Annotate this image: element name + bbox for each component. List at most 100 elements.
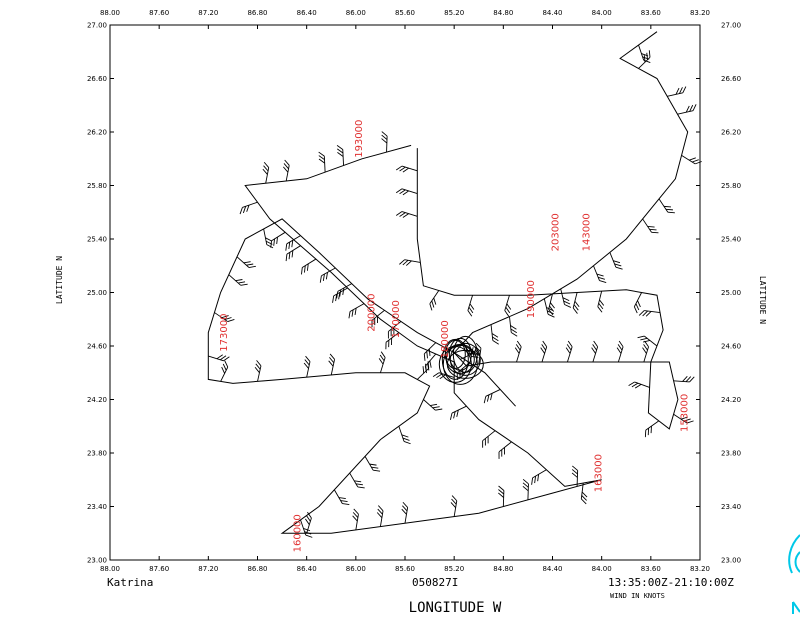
wind-barb bbox=[677, 104, 697, 115]
y-tick-label-right: 27.00 bbox=[721, 22, 741, 30]
x-tick-label-bottom: 83.20 bbox=[690, 565, 710, 573]
time-label: 173000 bbox=[219, 314, 230, 352]
wind-barb bbox=[285, 235, 301, 251]
time-label: 163000 bbox=[594, 454, 605, 492]
x-tick-label-top: 83.20 bbox=[690, 9, 710, 17]
storm-name: Katrina bbox=[107, 576, 153, 589]
agency-logo bbox=[788, 534, 800, 614]
wind-barb bbox=[285, 245, 301, 262]
wind-barb bbox=[336, 145, 344, 166]
x-tick-label-top: 85.60 bbox=[395, 9, 415, 17]
wind-barb bbox=[254, 360, 262, 382]
wind-barb bbox=[303, 355, 311, 378]
y-tick-label-left: 23.80 bbox=[87, 450, 107, 458]
wind-barb bbox=[300, 519, 313, 538]
wind-barb bbox=[633, 292, 643, 314]
track-group bbox=[207, 31, 689, 534]
x-tick-label-top: 85.20 bbox=[444, 9, 464, 17]
y-tick-label-left: 26.20 bbox=[87, 129, 107, 137]
wind-barb bbox=[387, 321, 402, 339]
eye-loop bbox=[441, 338, 469, 380]
x-tick-label-bottom: 85.60 bbox=[395, 565, 415, 573]
y-tick-label-right: 26.20 bbox=[721, 129, 741, 137]
x-tick-label-bottom: 84.80 bbox=[493, 565, 513, 573]
wind-barb bbox=[681, 155, 702, 165]
wind-barb bbox=[482, 430, 496, 448]
wind-barb bbox=[474, 342, 482, 365]
y-tick-label-left: 24.60 bbox=[87, 343, 107, 351]
x-tick-label-top: 87.20 bbox=[198, 9, 218, 17]
wind-barb bbox=[208, 354, 230, 362]
y-tick-label-right: 24.20 bbox=[721, 396, 741, 404]
x-tick-label-top: 84.80 bbox=[493, 9, 513, 17]
wind-barb bbox=[572, 292, 580, 314]
x-tick-label-bottom: 84.00 bbox=[592, 565, 612, 573]
x-tick-label-top: 87.60 bbox=[149, 9, 169, 17]
wind-barb bbox=[398, 426, 411, 445]
y-tick-label-right: 23.00 bbox=[721, 557, 741, 565]
wind-barb bbox=[301, 258, 317, 275]
wind-barb bbox=[364, 456, 381, 472]
wind-barb bbox=[236, 256, 256, 268]
wind-barb bbox=[616, 340, 624, 363]
x-tick-label-bottom: 86.80 bbox=[247, 565, 267, 573]
wind-barb bbox=[509, 316, 518, 337]
wind-barb bbox=[531, 469, 547, 485]
wind-barb bbox=[667, 86, 687, 97]
wind-barb bbox=[429, 290, 440, 311]
wind-barb bbox=[395, 165, 418, 173]
eye-loop bbox=[442, 343, 478, 385]
x-tick-label-top: 88.00 bbox=[100, 9, 120, 17]
eye-loop bbox=[446, 349, 484, 379]
wind-barb bbox=[282, 159, 290, 182]
y-tick-label-left: 23.00 bbox=[87, 557, 107, 565]
wind-barb bbox=[593, 265, 607, 283]
x-tick-label-bottom: 87.60 bbox=[149, 565, 169, 573]
x-tick-label-bottom: 84.40 bbox=[542, 565, 562, 573]
wind-barb bbox=[498, 485, 505, 507]
wind-barb bbox=[270, 231, 286, 248]
wind-barb bbox=[571, 465, 579, 487]
x-tick-label-bottom: 86.40 bbox=[297, 565, 317, 573]
wind-barb bbox=[450, 495, 458, 517]
wind-barb bbox=[462, 342, 479, 358]
y-tick-label-right: 25.00 bbox=[721, 289, 741, 297]
eye-loop bbox=[449, 342, 481, 376]
wind-barb bbox=[560, 288, 572, 308]
time-label: 170000 bbox=[391, 300, 402, 338]
y-tick-label-right: 23.40 bbox=[721, 503, 741, 511]
wind-barb bbox=[638, 44, 651, 63]
wind-barb bbox=[580, 483, 588, 505]
wind-barb bbox=[449, 405, 467, 420]
time-label: 200000 bbox=[366, 294, 377, 332]
x-tick-label-bottom: 83.60 bbox=[641, 565, 661, 573]
wind-barb bbox=[673, 375, 695, 383]
x-tick-label-top: 83.60 bbox=[641, 9, 661, 17]
time-label: 153000 bbox=[680, 394, 691, 432]
flight-track-leg-b bbox=[207, 144, 602, 534]
wind-barb bbox=[401, 501, 409, 524]
wind-barb bbox=[642, 218, 659, 234]
wind-barb bbox=[262, 161, 270, 184]
wind-barb bbox=[467, 295, 475, 317]
wind-barb bbox=[423, 342, 437, 361]
y-axis-title-left: LATITUDE N bbox=[55, 256, 64, 304]
wind-barb bbox=[543, 298, 555, 318]
time-label: 143000 bbox=[581, 213, 592, 251]
time-label: 193000 bbox=[354, 120, 365, 158]
wind-barb bbox=[638, 310, 661, 317]
y-tick-label-left: 25.00 bbox=[87, 289, 107, 297]
wind-barb bbox=[333, 489, 350, 506]
wind-barb bbox=[483, 389, 501, 404]
wind-barb bbox=[540, 340, 548, 363]
wind-barb bbox=[628, 381, 650, 389]
time-label: 203000 bbox=[551, 213, 562, 251]
wind-barb bbox=[565, 340, 573, 363]
x-tick-label-top: 84.40 bbox=[542, 9, 562, 17]
y-tick-label-left: 25.40 bbox=[87, 236, 107, 244]
wind-barb bbox=[423, 399, 443, 411]
wind-barb bbox=[416, 361, 430, 380]
x-axis-title: LONGITUDE W bbox=[409, 600, 502, 616]
eye-loop bbox=[438, 345, 472, 383]
y-tick-label-left: 25.80 bbox=[87, 182, 107, 190]
